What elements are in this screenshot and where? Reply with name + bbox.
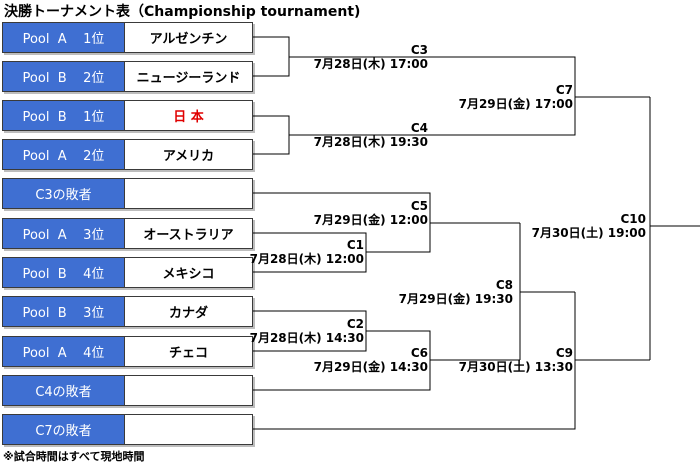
- match-code: C4: [410, 121, 428, 135]
- bracket-line-c5: [253, 192, 520, 253]
- match-time: 7月28日(木) 19:30: [313, 135, 428, 149]
- team-box-pool-b-3[interactable]: Pool B 3位 カナダ: [2, 296, 253, 327]
- match-code: C6: [410, 346, 428, 360]
- match-label-c7: C7 7月29日(金) 17:00: [459, 83, 573, 111]
- team-name: オーストラリア: [143, 228, 234, 243]
- bracket-line-c4: [253, 115, 430, 155]
- page-title: 決勝トーナメント表（Championship tournament): [4, 4, 361, 20]
- match-label-c9: C9 7月30日(土) 13:30: [459, 346, 573, 374]
- footnote: ※試合時間はすべて現地時間: [3, 450, 145, 463]
- match-code: C9: [555, 346, 573, 360]
- team-box-pool-a-4[interactable]: Pool A 4位 チェコ: [2, 336, 253, 367]
- pool-rank-label: Pool A 3位: [3, 219, 125, 248]
- team-name-highlighted: 日 本: [173, 110, 204, 125]
- match-label-c10: C10 7月30日(土) 19:00: [532, 212, 646, 240]
- pool-rank-label: Pool B 1位: [3, 101, 125, 130]
- team-name: ニュージーランド: [136, 71, 241, 86]
- team-box-c7-loser[interactable]: C7の敗者: [2, 414, 253, 445]
- team-name: チェコ: [168, 346, 208, 361]
- match-code: C5: [410, 199, 428, 213]
- match-time: 7月28日(木) 14:30: [249, 331, 364, 345]
- bracket-line-c7: [430, 56, 650, 136]
- match-label-c5: C5 7月29日(金) 12:00: [314, 199, 428, 227]
- bracket-line-c6: [253, 330, 520, 391]
- pool-rank-label: Pool B 2位: [3, 62, 125, 91]
- pool-rank-label: Pool A 4位: [3, 337, 125, 366]
- bracket-line-c9: [253, 292, 650, 430]
- match-time: 7月29日(金) 17:00: [458, 97, 573, 111]
- bracket-line-c10: [649, 97, 700, 360]
- match-code: C2: [346, 317, 364, 331]
- team-box-pool-b-2[interactable]: Pool B 2位 ニュージーランド: [2, 61, 253, 92]
- match-code: C8: [495, 278, 513, 292]
- match-time: 7月29日(金) 12:00: [313, 213, 428, 227]
- pool-rank-label: C4の敗者: [3, 376, 125, 405]
- match-code: C7: [555, 83, 573, 97]
- match-code: C10: [620, 212, 646, 226]
- bracket-line-c3: [253, 36, 430, 77]
- team-name: カナダ: [168, 306, 208, 321]
- team-name: メキシコ: [162, 267, 215, 282]
- team-box-pool-a-3[interactable]: Pool A 3位 オーストラリア: [2, 218, 253, 249]
- match-label-c2: C2 7月28日(木) 14:30: [250, 317, 364, 345]
- bracket-line-c8: [519, 223, 575, 360]
- pool-rank-label: C7の敗者: [3, 415, 125, 444]
- team-box-c4-loser[interactable]: C4の敗者: [2, 375, 253, 406]
- pool-rank-label: Pool A 1位: [3, 23, 125, 52]
- team-box-c3-loser[interactable]: C3の敗者: [2, 178, 253, 209]
- pool-rank-label: Pool A 2位: [3, 140, 125, 169]
- match-time: 7月29日(金) 19:30: [398, 292, 513, 306]
- pool-rank-label: Pool B 4位: [3, 258, 125, 287]
- match-time: 7月28日(木) 12:00: [249, 252, 364, 266]
- match-time: 7月28日(木) 17:00: [313, 57, 428, 71]
- team-box-pool-a-1[interactable]: Pool A 1位 アルゼンチン: [2, 22, 253, 53]
- team-name: アメリカ: [162, 149, 215, 164]
- match-time: 7月29日(金) 14:30: [313, 360, 428, 374]
- team-box-pool-b-1[interactable]: Pool B 1位 日 本: [2, 100, 253, 131]
- team-box-pool-b-4[interactable]: Pool B 4位 メキシコ: [2, 257, 253, 288]
- match-code: C1: [346, 238, 364, 252]
- match-label-c1: C1 7月28日(木) 12:00: [250, 238, 364, 266]
- match-code: C3: [410, 43, 428, 57]
- match-label-c6: C6 7月29日(金) 14:30: [314, 346, 428, 374]
- match-label-c3: C3 7月28日(木) 17:00: [314, 43, 428, 71]
- team-name: アルゼンチン: [149, 32, 228, 47]
- match-time: 7月30日(土) 13:30: [458, 360, 573, 374]
- team-box-pool-a-2[interactable]: Pool A 2位 アメリカ: [2, 139, 253, 170]
- match-label-c4: C4 7月28日(木) 19:30: [314, 121, 428, 149]
- match-time: 7月30日(土) 19:00: [531, 226, 646, 240]
- pool-rank-label: C3の敗者: [3, 179, 125, 208]
- pool-rank-label: Pool B 3位: [3, 297, 125, 326]
- match-label-c8: C8 7月29日(金) 19:30: [399, 278, 513, 306]
